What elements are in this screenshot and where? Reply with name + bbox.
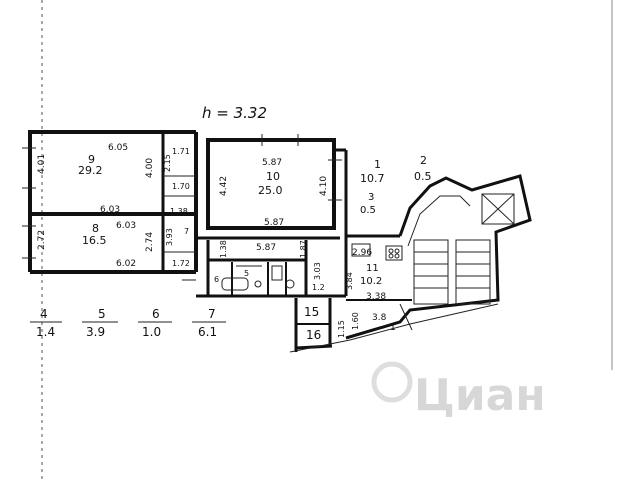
room-11-dim-bottom: 3.38 — [366, 292, 386, 302]
room-5-id: 5 — [98, 307, 106, 321]
dim-label: 1 — [390, 323, 396, 333]
dim-label: 1.71 — [172, 147, 190, 156]
room-2: 2 0.5 — [414, 154, 432, 183]
room-2-area: 0.5 — [414, 170, 432, 183]
room-11: 2.96 11 10.2 3.38 — [352, 248, 386, 302]
room-8-dim-bottom: 6.02 — [116, 259, 136, 269]
dim-label: 2.15 — [163, 154, 172, 172]
watermark-logo-icon — [371, 361, 413, 403]
room-9-dim-left: 4.01 — [37, 154, 47, 174]
room-8-area: 16.5 — [82, 234, 107, 247]
room-10-area: 25.0 — [258, 184, 283, 197]
room-7-area: 6.1 — [198, 325, 217, 339]
small-dimensions: 1.71 2.15 1.70 1.38 3.93 1.72 7 5.87 1.3… — [163, 147, 396, 338]
room-1-area: 10.7 — [360, 172, 385, 185]
room-10-dim-top: 5.87 — [262, 158, 282, 168]
dim-label: 1.70 — [172, 182, 190, 191]
dim-label: 5.87 — [256, 243, 276, 253]
room-9-dim-right: 4.00 — [145, 158, 155, 178]
room-3: 3 0.5 — [360, 192, 376, 216]
room-10-dim-right: 4.10 — [319, 176, 329, 196]
dim-label: 1.2 — [312, 283, 325, 292]
dim-label: 3.84 — [345, 272, 354, 290]
room-4-area: 1.4 — [36, 325, 55, 339]
room-8-id: 8 — [92, 222, 99, 235]
room-11-dim-top: 2.96 — [352, 248, 372, 258]
room-2-id: 2 — [420, 154, 427, 167]
room-15: 15 — [304, 305, 319, 319]
room-6-area: 1.0 — [142, 325, 161, 339]
room-16-id: 16 — [306, 328, 321, 342]
room-11-id: 11 — [366, 263, 379, 274]
dim-label: 3.03 — [313, 262, 322, 280]
ceiling-height-label: h = 3.32 — [202, 104, 267, 122]
room-8-dim-top2: 6.03 — [116, 221, 136, 231]
dim-label: 1.87 — [299, 240, 308, 258]
dim-label: 1.72 — [172, 259, 190, 268]
dim-label: 5 — [244, 269, 249, 278]
dim-label: 1.60 — [351, 312, 360, 330]
room-9-id: 9 — [88, 153, 95, 166]
room-8-dim-left: 2.72 — [37, 230, 47, 250]
room-5-area: 3.9 — [86, 325, 105, 339]
room-7-id: 7 — [208, 307, 216, 321]
bottom-rooms: 4 1.4 5 3.9 6 1.0 7 6.1 — [30, 307, 226, 339]
room-10-id: 10 — [266, 170, 280, 183]
room-11-area: 10.2 — [360, 276, 382, 287]
room-4-id: 4 — [40, 307, 48, 321]
room-9-area: 29.2 — [78, 164, 103, 177]
room-9: 9 29.2 6.05 4.01 4.00 — [37, 143, 155, 178]
dim-label: 1.38 — [170, 207, 188, 216]
room-8-dim-top1: 6.03 — [100, 205, 120, 215]
room-16: 16 — [306, 328, 321, 342]
room-8-dim-right: 2.74 — [145, 232, 155, 252]
room-10-dim-left: 4.42 — [219, 176, 229, 196]
room-8: 8 16.5 6.03 6.03 2.72 2.74 6.02 — [37, 205, 155, 269]
dim-label: 6 — [214, 275, 219, 284]
room-9-dim-top: 6.05 — [108, 143, 128, 153]
room-6-id: 6 — [152, 307, 160, 321]
room-3-area: 0.5 — [360, 205, 376, 216]
dim-label: 1.38 — [219, 240, 228, 258]
room-1: 1 10.7 — [360, 158, 385, 185]
room-15-id: 15 — [304, 305, 319, 319]
watermark-logo: Циан — [371, 361, 546, 421]
walls — [22, 130, 532, 353]
dim-label: 1.15 — [337, 320, 346, 338]
dim-label: 3.8 — [372, 313, 387, 323]
room-1-id: 1 — [374, 158, 381, 171]
dim-label: 7 — [184, 227, 189, 236]
room-10: 10 25.0 5.87 5.87 4.42 4.10 — [219, 158, 329, 228]
watermark-text: Циан — [414, 370, 546, 421]
dim-label: 3.93 — [165, 228, 174, 246]
room-3-id: 3 — [368, 192, 374, 203]
room-10-dim-bottom: 5.87 — [264, 218, 284, 228]
